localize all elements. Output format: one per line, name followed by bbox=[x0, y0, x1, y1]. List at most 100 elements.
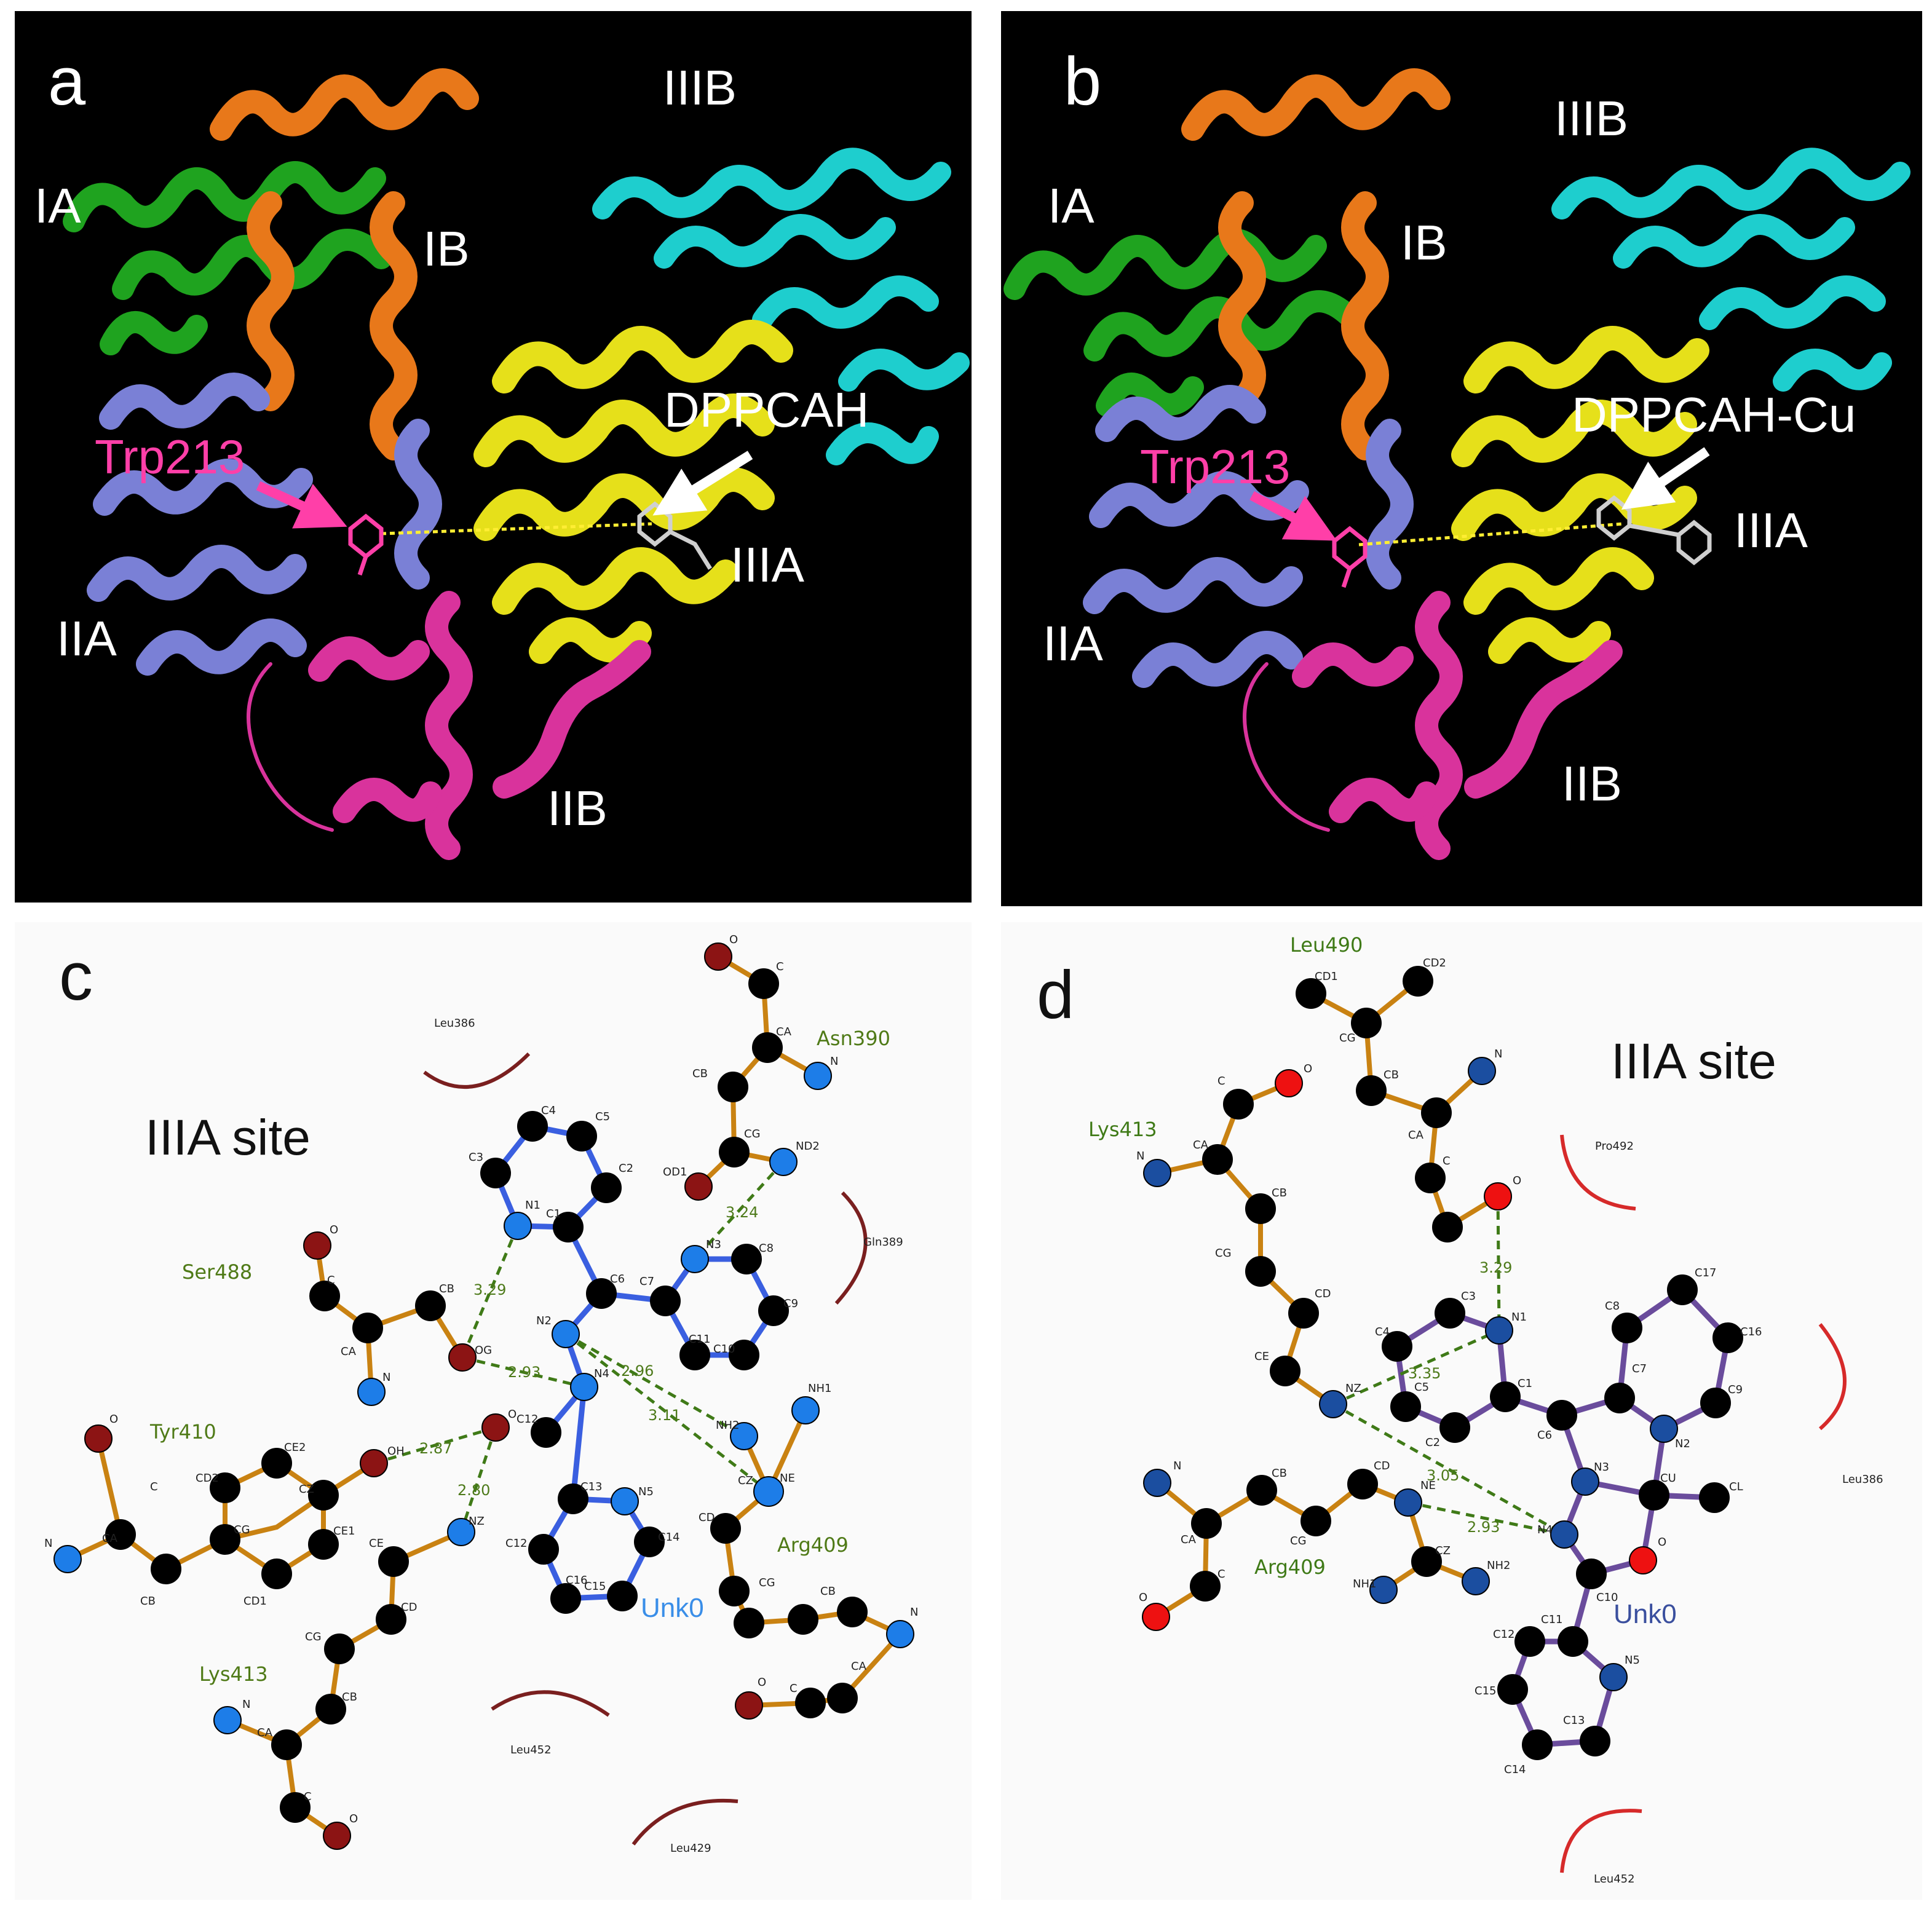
panel-b-label-IIIA: IIIA bbox=[1734, 503, 1808, 558]
panel-c-ratom-3: CA bbox=[776, 1025, 792, 1038]
panel-b-label-IB: IB bbox=[1401, 215, 1447, 270]
panel-b-label-IIB: IIB bbox=[1562, 756, 1622, 811]
panel-c-hbonds bbox=[373, 1161, 785, 1533]
panel-d-ratom-24: CD bbox=[1374, 1460, 1390, 1472]
panel-d-atom-C14: C14 bbox=[1504, 1763, 1526, 1776]
panel-d-hyd-pro492: Pro492 bbox=[1595, 1140, 1634, 1153]
panel-d-ratom-26: CZ bbox=[1435, 1544, 1451, 1557]
panel-d-atom-CU: CU bbox=[1660, 1472, 1676, 1485]
panel-d-ratom-8: O bbox=[1513, 1174, 1521, 1187]
panel-d-ratom-17: NZ bbox=[1345, 1382, 1361, 1395]
panel-d-atom-C6: C6 bbox=[1537, 1429, 1552, 1442]
panel-d-res-leu490: Leu490 bbox=[1290, 933, 1363, 957]
panel-c-ratom-1: O bbox=[729, 933, 738, 946]
panel-c-ratom-16: CE2 bbox=[284, 1441, 306, 1454]
panel-b-letter: b bbox=[1064, 44, 1101, 119]
panel-a-label-ligand: DPPCAH bbox=[664, 382, 869, 437]
panel-c-atom-C9: C9 bbox=[783, 1297, 798, 1310]
panel-d-ligand-name: Unk0 bbox=[1613, 1599, 1677, 1629]
panel-b-label-IIA: IIA bbox=[1043, 616, 1103, 671]
panel-c-dist-2: 3.29 bbox=[473, 1281, 506, 1298]
panel-d-background bbox=[1001, 922, 1922, 1900]
domain-IIB-ribbon bbox=[247, 591, 651, 860]
arc-gln389 bbox=[834, 1191, 868, 1305]
panel-a-letter: a bbox=[48, 44, 86, 119]
panel-d-ratom-13: CB bbox=[1272, 1187, 1287, 1199]
panel-c-ratom-36: NH1 bbox=[808, 1382, 831, 1395]
panel-d-ratom-9: C bbox=[1217, 1075, 1225, 1088]
panel-d-ratom-28: NH2 bbox=[1487, 1559, 1510, 1572]
panel-d-atoms bbox=[1142, 966, 1743, 1760]
panel-d-atom-C3: C3 bbox=[1461, 1290, 1476, 1303]
panel-a: a IA IB IIA IIB IIIA IIIB Trp213 DPPCAH bbox=[15, 11, 972, 903]
panel-c-ratom-18: CZ bbox=[299, 1483, 314, 1496]
domain-IIA-ribbon-b bbox=[1083, 385, 1414, 688]
trp-arrow bbox=[256, 481, 347, 529]
panel-c-ratom-25: C bbox=[150, 1480, 158, 1493]
panel-c-atom-C6: C6 bbox=[610, 1273, 625, 1286]
panel-c-ratom-20: CG bbox=[234, 1523, 250, 1536]
panel-d-atom-C7: C7 bbox=[1632, 1362, 1647, 1375]
panel-b-label-ligand: DPPCAH-Cu bbox=[1572, 387, 1856, 442]
domain-IB-ribbon bbox=[210, 68, 479, 460]
panel-c-ratom-26: O bbox=[109, 1413, 118, 1426]
panel-d-ratom-15: CD bbox=[1315, 1287, 1331, 1300]
panel-d-dist-4: 2.93 bbox=[1467, 1519, 1500, 1536]
panel-a-label-IIA: IIA bbox=[57, 611, 117, 666]
panel-c-atom-C7: C7 bbox=[639, 1275, 654, 1288]
panel-c-ratom-2: C bbox=[776, 960, 784, 973]
domain-IB-ribbon-b bbox=[1181, 68, 1451, 460]
panel-c-atom-O: O bbox=[508, 1408, 517, 1421]
domain-IIIB-ribbon bbox=[592, 148, 970, 465]
panel-c-letter: c bbox=[59, 939, 93, 1014]
panel-c-ratom-29: CD bbox=[401, 1601, 417, 1614]
panel-d-hbonds bbox=[1332, 1196, 1566, 1536]
panel-c-ratom-44: N bbox=[910, 1606, 918, 1619]
panel-d-ratom-20: C bbox=[1217, 1568, 1225, 1581]
panel-d-ratom-14: CG bbox=[1215, 1247, 1232, 1260]
panel-c-ratom-5: CG bbox=[744, 1128, 761, 1140]
panel-c-atom-N5: N5 bbox=[638, 1485, 654, 1498]
panel-c-dist-5: 3.11 bbox=[648, 1407, 681, 1424]
panel-c-ratom-45: C bbox=[790, 1682, 798, 1695]
panel-c-atom-C16: C16 bbox=[566, 1574, 587, 1587]
panel-d-hyd-leu386: Leu386 bbox=[1842, 1473, 1883, 1486]
panel-a-label-trp213: Trp213 bbox=[95, 430, 245, 484]
panel-b-label-trp213: Trp213 bbox=[1140, 440, 1290, 494]
arc-leu429 bbox=[631, 1798, 738, 1846]
panel-d-atom-C4: C4 bbox=[1375, 1325, 1390, 1338]
panel-d-ratom-12: N bbox=[1136, 1150, 1144, 1163]
panel-c-hydrophobic-arcs bbox=[423, 1052, 868, 1846]
panel-d-site-title: IIIA site bbox=[1611, 1033, 1776, 1089]
panel-d-ratom-2: CD2 bbox=[1423, 957, 1446, 970]
panel-c-ratom-41: CG bbox=[759, 1576, 775, 1589]
arc-leu452 bbox=[491, 1690, 610, 1717]
panel-c-atom-C4: C4 bbox=[541, 1104, 556, 1117]
domain-IIIB-ribbon-b bbox=[1551, 148, 1910, 392]
panel-d-ratom-18: N bbox=[1173, 1460, 1181, 1472]
panel-c-atom-C10: C10 bbox=[713, 1343, 735, 1356]
panel-c-ratom-4: CB bbox=[692, 1067, 708, 1080]
panel-c-ratom-24: N bbox=[44, 1537, 52, 1550]
arc-pro492 bbox=[1560, 1134, 1636, 1211]
panel-c-ratom-10: CB bbox=[439, 1282, 454, 1295]
panel-d-atom-N2: N2 bbox=[1675, 1437, 1690, 1450]
domain-IA-ribbon bbox=[63, 161, 392, 355]
panel-c-ratom-11: CA bbox=[341, 1345, 357, 1358]
panel-c-hyd-leu452: Leu452 bbox=[510, 1744, 552, 1756]
panel-c-atom-N2: N2 bbox=[536, 1314, 552, 1327]
panel-c-atom-C14: C14 bbox=[658, 1531, 679, 1544]
panel-c-res-ser488: Ser488 bbox=[182, 1260, 252, 1284]
panel-d-atom-C9: C9 bbox=[1728, 1383, 1743, 1396]
ligand-arrow bbox=[652, 451, 753, 516]
panel-c-ratom-27: NZ bbox=[469, 1515, 485, 1528]
panel-c-ratom-9: OG bbox=[475, 1344, 492, 1357]
panel-d-atom-O: O bbox=[1658, 1536, 1666, 1549]
panel-c-ratom-17: CE1 bbox=[333, 1525, 355, 1538]
panel-a-label-IIIB: IIIB bbox=[663, 60, 737, 115]
panel-d-atom-C2: C2 bbox=[1425, 1436, 1440, 1449]
panel-c-atom-C3: C3 bbox=[469, 1151, 483, 1164]
panel-c-ratom-15: OH bbox=[387, 1445, 405, 1458]
trp-arrow-b bbox=[1249, 491, 1337, 541]
